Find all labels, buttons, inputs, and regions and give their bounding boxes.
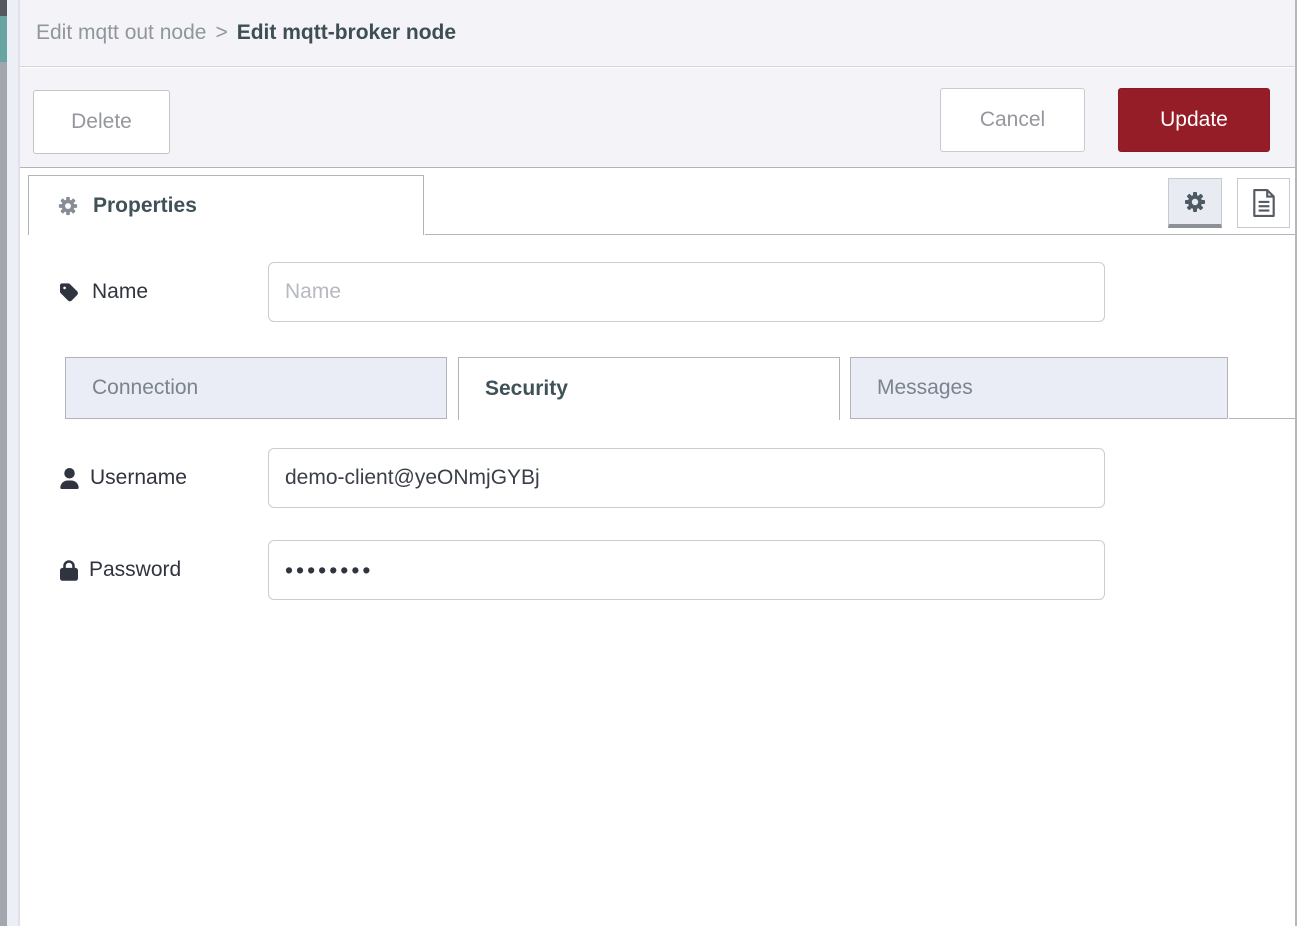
name-label-text: Name: [92, 280, 149, 303]
broker-config-tabs: Connection Security Messages: [20, 357, 1295, 420]
gear-icon: [1183, 190, 1207, 214]
password-field-label: Password: [60, 540, 181, 600]
tab-connection[interactable]: Connection: [65, 357, 447, 419]
node-settings-toggle-button[interactable]: [1168, 178, 1222, 228]
tab-properties-label: Properties: [93, 193, 197, 217]
tab-security[interactable]: Security: [458, 357, 840, 420]
name-field-label: Name: [60, 262, 148, 322]
tab-properties[interactable]: Properties: [28, 175, 424, 235]
breadcrumb: Edit mqtt out node > Edit mqtt-broker no…: [20, 0, 1295, 67]
tab-bar-rule: [425, 234, 1295, 235]
breadcrumb-separator: >: [215, 21, 228, 44]
document-icon: [1252, 189, 1276, 217]
username-input[interactable]: [268, 448, 1105, 508]
workspace-edge-strip: [0, 0, 7, 926]
user-icon: [60, 467, 79, 489]
password-input[interactable]: [268, 540, 1105, 600]
update-button[interactable]: Update: [1118, 88, 1270, 152]
tray-right-border: [1295, 0, 1297, 926]
tab-messages-label: Messages: [877, 376, 973, 399]
name-input[interactable]: [268, 262, 1105, 322]
tab-messages[interactable]: Messages: [850, 357, 1228, 419]
username-field-label: Username: [60, 448, 187, 508]
tab-connection-label: Connection: [92, 376, 199, 399]
subtabs-rule: [1229, 418, 1295, 419]
edit-tray: Edit mqtt out node > Edit mqtt-broker no…: [20, 0, 1295, 926]
tray-shadow-gutter: [7, 0, 18, 926]
tab-security-label: Security: [485, 377, 568, 400]
workspace-edge-segment: [0, 0, 7, 16]
tag-icon: [60, 282, 81, 303]
lock-icon: [60, 559, 78, 581]
breadcrumb-parent[interactable]: Edit mqtt out node: [36, 21, 207, 44]
properties-tab-bar: Properties: [20, 169, 1295, 235]
breadcrumb-current: Edit mqtt-broker node: [236, 21, 457, 44]
workspace-edge-segment: [0, 0, 7, 62]
delete-button[interactable]: Delete: [33, 90, 170, 154]
password-label-text: Password: [89, 558, 182, 581]
username-label-text: Username: [90, 466, 187, 489]
tray-left-border: [18, 0, 20, 926]
gear-icon: [57, 195, 79, 217]
tray-toolbar: Delete Cancel Update: [20, 68, 1295, 168]
cancel-button[interactable]: Cancel: [940, 88, 1085, 152]
node-help-doc-button[interactable]: [1237, 178, 1290, 228]
